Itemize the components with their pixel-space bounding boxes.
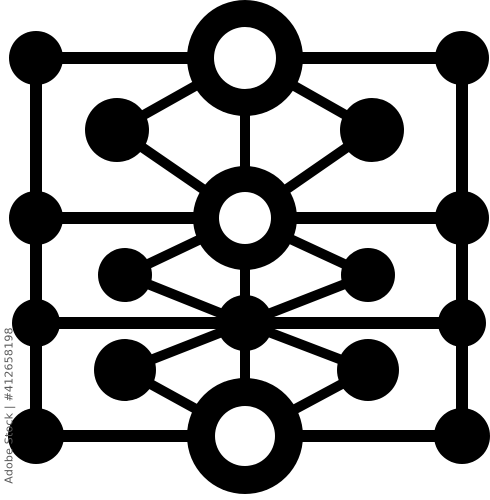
frame-node-upper-right <box>435 191 489 245</box>
frame-node-bottom-left <box>8 408 64 464</box>
middle-ring-node <box>193 166 297 270</box>
frame-node-top-right <box>435 31 489 85</box>
diamond2-node-right <box>341 248 395 302</box>
node-group <box>8 0 490 494</box>
center-node <box>217 295 273 351</box>
diamond3-node-left <box>94 339 156 401</box>
frame-node-lower-left <box>12 299 60 347</box>
frame-node-top-left <box>9 31 63 85</box>
diamond1-node-right <box>340 98 404 162</box>
frame-node-bottom-right <box>434 408 490 464</box>
frame-node-upper-left <box>9 191 63 245</box>
diamond1-node-left <box>85 98 149 162</box>
diamond3-node-right <box>337 339 399 401</box>
top-ring-node <box>187 0 303 116</box>
frame-node-lower-right <box>438 299 486 347</box>
bottom-ring-node <box>187 378 303 494</box>
diamond2-node-left <box>98 248 152 302</box>
